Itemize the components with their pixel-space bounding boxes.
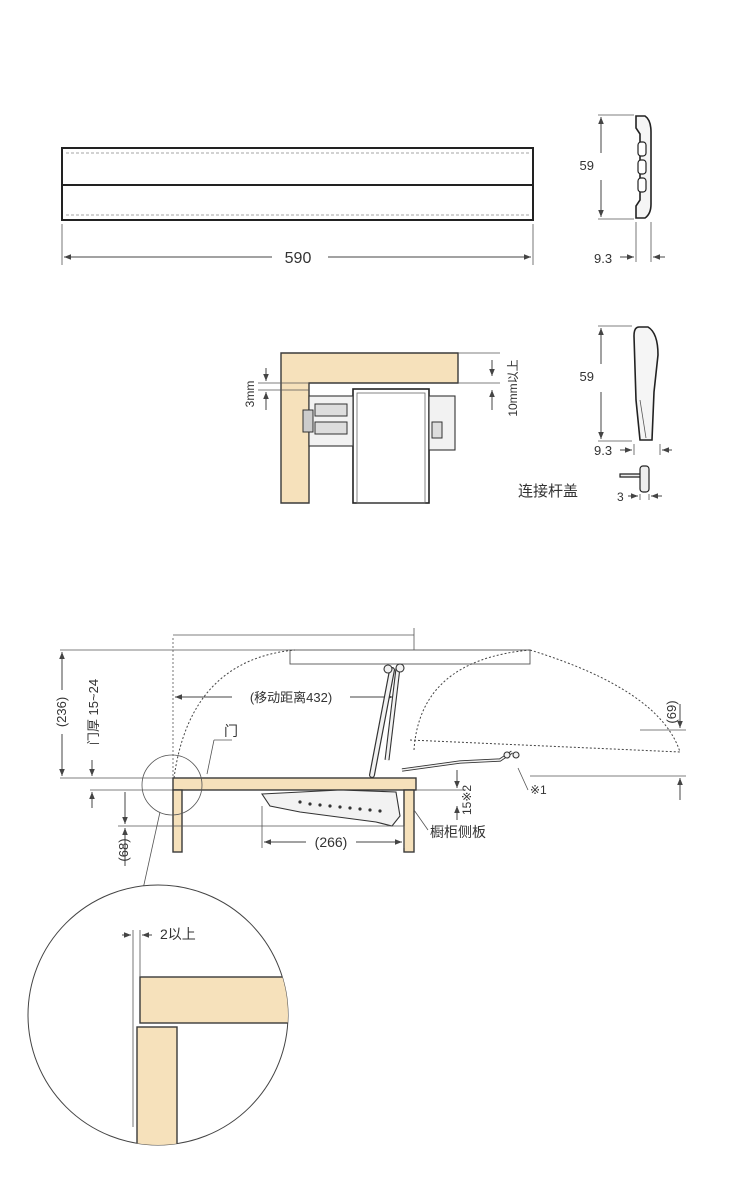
lift-height-label: (236): [54, 697, 69, 727]
note2-label: 15※2: [460, 785, 474, 815]
cabinet-cross-section: [258, 352, 500, 504]
door-label: 门: [224, 723, 238, 739]
rail-profile-section: [598, 114, 665, 262]
lift-side-view: [59, 628, 686, 890]
profile-width-label: 9.3: [594, 251, 612, 266]
profile-height-label: 59: [580, 158, 594, 173]
connector-cap-caption: 连接杆盖: [518, 483, 578, 500]
depth-label: (68): [116, 838, 131, 861]
mech-width-label: (266): [315, 834, 348, 850]
cover-profile-section: [598, 325, 672, 500]
cover-height-label: 59: [580, 369, 594, 384]
detail-magnified-view: [27, 884, 289, 1146]
travel-distance-label: (移动距离432): [250, 690, 332, 705]
cap-width-label: 3: [617, 490, 624, 504]
door-thickness-label: 门厚 15~24: [86, 679, 101, 745]
overlap-label: 10mm以上: [506, 359, 520, 416]
note1-label: ※1: [530, 783, 547, 797]
rail-length-label: 590: [285, 250, 312, 267]
cover-width-label: 9.3: [594, 443, 612, 458]
right-height-label: (69): [664, 700, 679, 723]
rail-top-view: [61, 147, 534, 265]
clearance-label: 2以上: [160, 926, 196, 942]
gap-label: 3mm: [243, 381, 257, 408]
side-panel-label: 橱柜侧板: [430, 824, 486, 840]
